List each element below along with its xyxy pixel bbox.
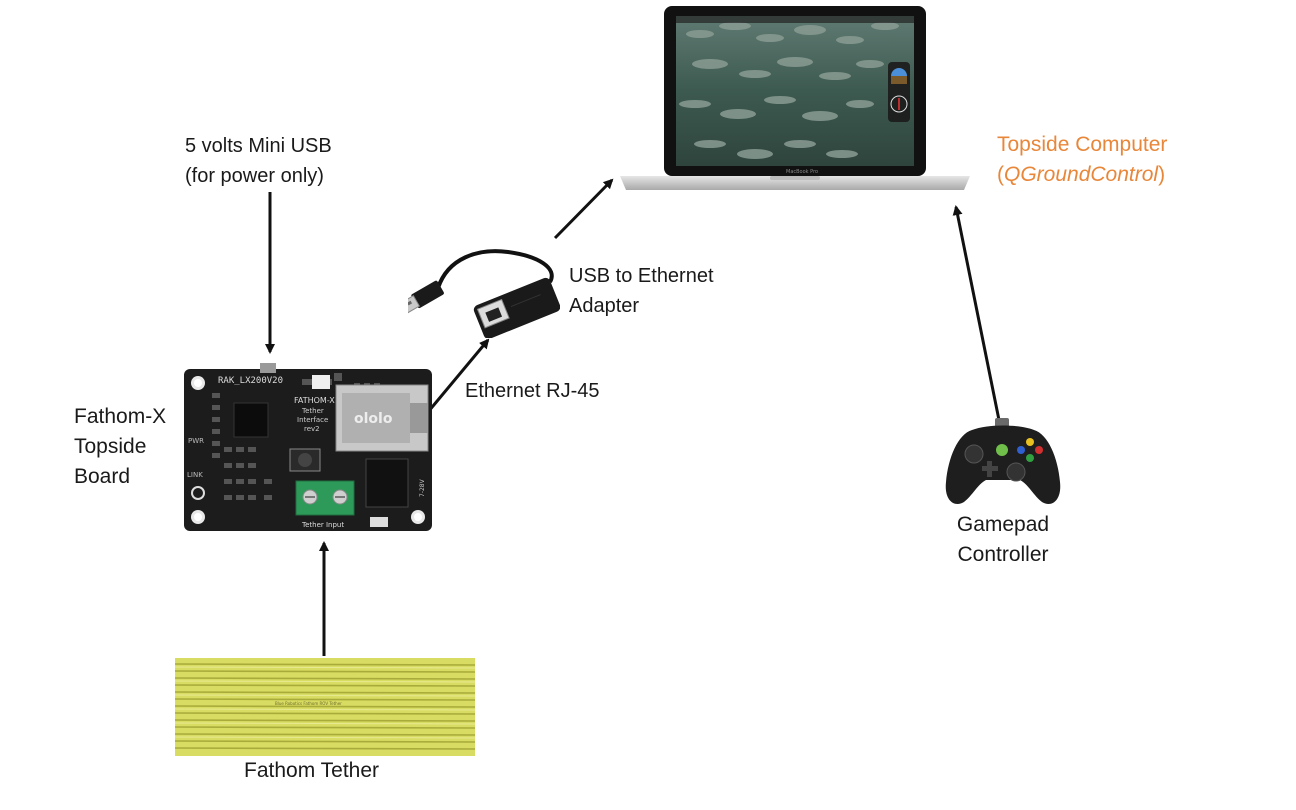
laptop-image: MacBook Pro xyxy=(620,6,970,190)
computer-label-line2: (QGroundControl) xyxy=(997,160,1167,190)
board-label-line2: Topside xyxy=(74,435,147,458)
usb-ethernet-adapter-image xyxy=(408,249,560,338)
computer-paren-open: ( xyxy=(997,163,1004,186)
usb-power-label: 5 volts Mini USB (for power only) xyxy=(185,131,332,191)
board-power-label: 7-28V xyxy=(419,478,426,497)
gamepad-label-line1: Gamepad xyxy=(956,513,1050,536)
computer-label-line1: Topside Computer xyxy=(997,133,1168,156)
board-label: Fathom-X Topside Board xyxy=(74,402,166,492)
arrow-board-to-adapter xyxy=(426,338,490,413)
fathom-x-board-image: RAK_LX200V20 FATHOM-X Tether Interface r… xyxy=(184,363,432,531)
adapter-label: USB to Ethernet Adapter xyxy=(569,261,714,321)
usb-power-label-line2: (for power only) xyxy=(185,165,324,187)
board-label-line1: Fathom-X xyxy=(74,405,167,428)
board-link: LINK xyxy=(187,471,203,479)
gamepad-label-line2: Controller xyxy=(957,543,1049,566)
board-sub2: Interface xyxy=(297,416,328,424)
usb-power-label-line1: 5 volts Mini USB xyxy=(185,135,332,157)
arrow-gamepad-to-computer xyxy=(952,205,1002,426)
fathom-tether-image: Blue Robotics Fathom ROV Tether xyxy=(175,658,475,756)
computer-software: QGroundControl xyxy=(1004,163,1159,186)
board-terminal-label: Tether Input xyxy=(301,521,344,529)
board-rev: rev2 xyxy=(304,425,320,433)
gamepad-label: Gamepad Controller xyxy=(948,510,1058,570)
ethernet-label: Ethernet RJ-45 xyxy=(465,380,600,402)
board-jack-brand: ololo xyxy=(354,411,393,427)
adapter-label-line1: USB to Ethernet xyxy=(569,265,714,287)
board-sub1: Tether xyxy=(301,407,324,415)
gamepad-image xyxy=(945,418,1061,504)
board-pwr: PWR xyxy=(188,437,204,445)
board-chip-label: RAK_LX200V20 xyxy=(218,376,283,386)
arrow-adapter-to-computer xyxy=(553,178,614,240)
computer-paren-close: ) xyxy=(1158,163,1166,186)
board-title: FATHOM-X xyxy=(294,396,335,405)
laptop-model: MacBook Pro xyxy=(786,169,818,175)
tether-print: Blue Robotics Fathom ROV Tether xyxy=(275,701,342,706)
board-label-line3: Board xyxy=(74,465,131,488)
computer-label: Topside Computer (QGroundControl) xyxy=(997,130,1167,190)
adapter-label-line2: Adapter xyxy=(569,295,640,317)
tether-label: Fathom Tether xyxy=(244,759,380,782)
